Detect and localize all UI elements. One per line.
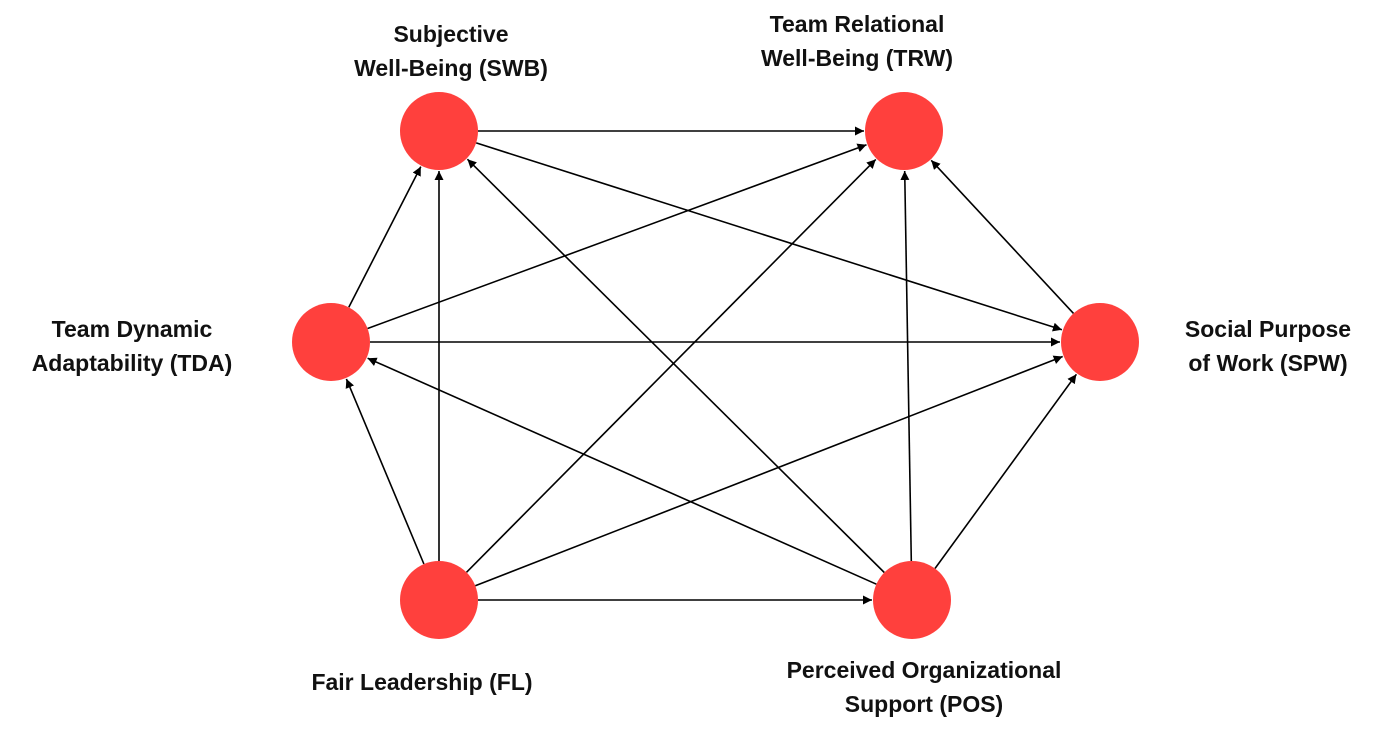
edge-pos-to-swb: [466, 158, 885, 574]
edge-fl-to-spw: [475, 355, 1063, 587]
node-trw-label-line: Well-Being (TRW): [761, 45, 953, 71]
node-spw-label: Social Purpose of Work (SPW): [1185, 316, 1351, 376]
node-fl-circle-icon: [400, 561, 478, 639]
nodes-layer: [292, 92, 1139, 639]
node-swb-label-line: Subjective: [393, 21, 508, 47]
node-tda-label-line: Adaptability (TDA): [32, 350, 233, 376]
node-trw-circle-icon: [865, 92, 943, 170]
node-swb-circle-icon: [400, 92, 478, 170]
edge-pos-to-trw: [900, 170, 913, 562]
node-tda-label-line: Team Dynamic: [52, 316, 213, 342]
edge-pos-to-tda: [367, 357, 877, 585]
node-spw-label-line: Social Purpose: [1185, 316, 1351, 342]
edge-pos-to-spw: [934, 373, 1078, 569]
edge-fl-to-tda: [345, 378, 425, 565]
node-pos-label-line: Perceived Organizational: [787, 657, 1062, 683]
edges-layer: [345, 126, 1078, 605]
edge-tda-to-swb: [348, 166, 422, 308]
node-tda-circle-icon: [292, 303, 370, 381]
node-spw-label-line: of Work (SPW): [1188, 350, 1347, 376]
edge-swb-to-spw: [475, 142, 1063, 332]
node-pos-label-line: Support (POS): [845, 691, 1003, 717]
node-spw-circle-icon: [1061, 303, 1139, 381]
node-pos-circle-icon: [873, 561, 951, 639]
node-fl-label-line: Fair Leadership (FL): [311, 669, 532, 695]
edge-tda-to-trw: [367, 143, 867, 330]
edge-spw-to-trw: [930, 159, 1075, 314]
node-trw-label-line: Team Relational: [770, 11, 945, 37]
node-fl-label: Fair Leadership (FL): [311, 669, 532, 695]
node-swb-label-line: Well-Being (SWB): [354, 55, 548, 81]
edge-fl-to-trw: [465, 158, 877, 573]
